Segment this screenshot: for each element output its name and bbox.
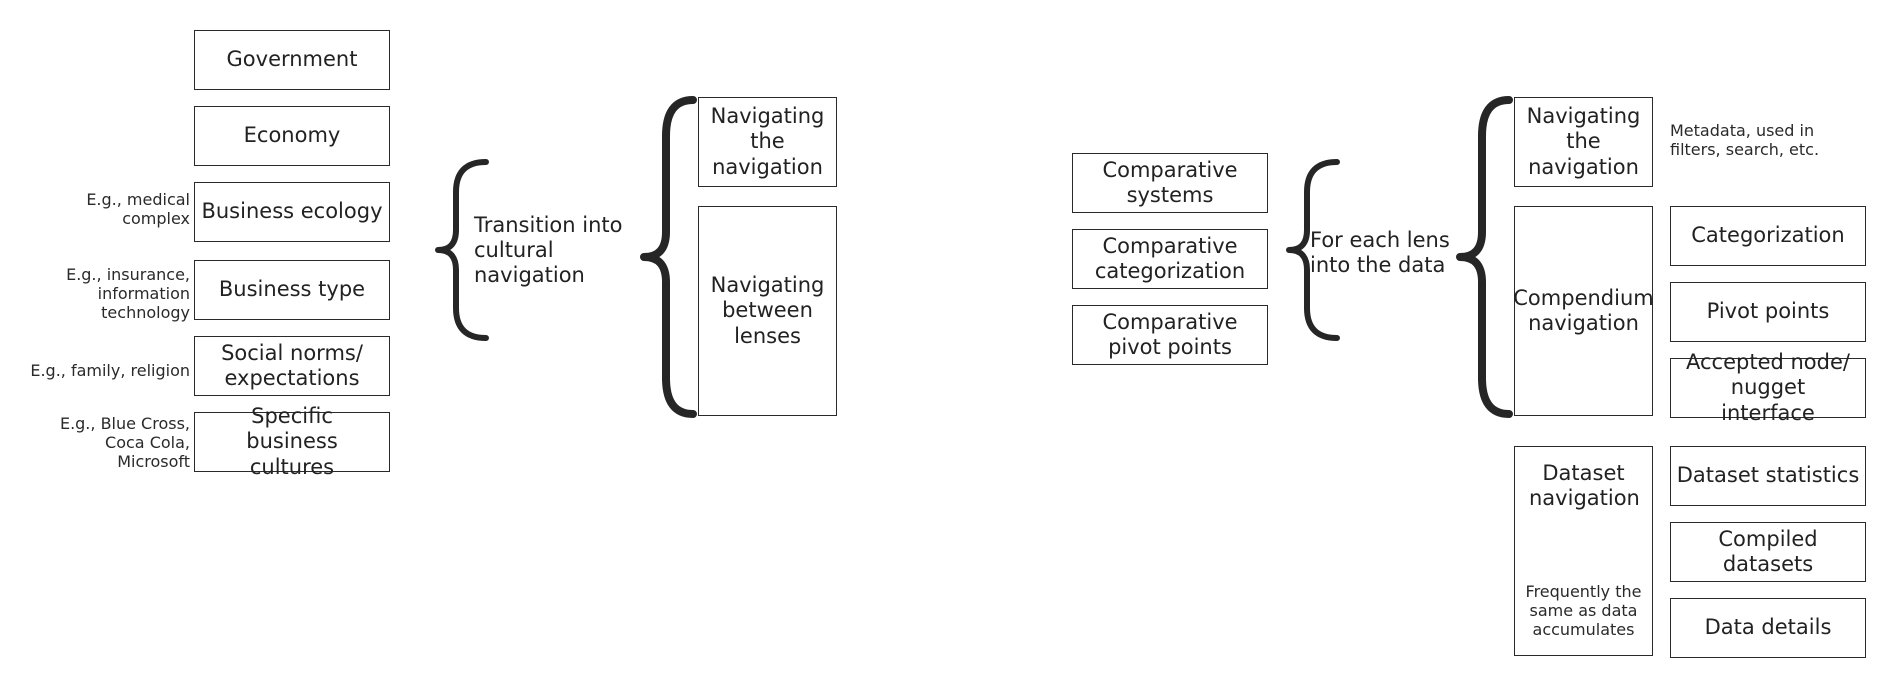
right-big-brace bbox=[1456, 96, 1513, 418]
metadata-note: Metadata, used in filters, search, etc. bbox=[1670, 121, 1820, 159]
pivot-points-box: Pivot points bbox=[1670, 282, 1866, 342]
note-specific-cultures: E.g., Blue Cross, Coca Cola, Microsoft bbox=[59, 414, 190, 471]
comparative-pivot-points-box: Comparative pivot points bbox=[1072, 305, 1268, 365]
dataset-navigation-box: Dataset navigation Frequently the same a… bbox=[1514, 446, 1653, 656]
dataset-navigation-label: Dataset navigation bbox=[1529, 461, 1640, 511]
dataset-statistics-box: Dataset statistics bbox=[1670, 446, 1866, 506]
left-big-brace bbox=[640, 96, 697, 418]
dataset-frequency-note: Frequently the same as data accumulates bbox=[1525, 582, 1642, 639]
social-norms-box: Social norms/ expectations bbox=[194, 336, 390, 396]
compiled-datasets-box: Compiled datasets bbox=[1670, 522, 1866, 582]
data-details-box: Data details bbox=[1670, 598, 1866, 658]
comparative-systems-box: Comparative systems bbox=[1072, 153, 1268, 213]
navigating-the-navigation-box-left: Navigating the navigation bbox=[698, 97, 837, 187]
economy-box: Economy bbox=[194, 106, 390, 166]
left-small-brace bbox=[435, 159, 489, 341]
note-social-norms: E.g., family, religion bbox=[30, 361, 190, 380]
note-business-type: E.g., insurance, information technology bbox=[66, 265, 190, 322]
navigating-the-navigation-box-right: Navigating the navigation bbox=[1514, 97, 1653, 187]
government-box: Government bbox=[194, 30, 390, 90]
business-ecology-box: Business ecology bbox=[194, 182, 390, 242]
specific-business-cultures-box: Specific business cultures bbox=[194, 404, 390, 479]
lens-label: For each lens into the data bbox=[1310, 228, 1450, 278]
business-type-box: Business type bbox=[194, 260, 390, 320]
navigating-between-lenses-box: Navigating between lenses bbox=[698, 206, 837, 416]
compendium-navigation-box: Compendium navigation bbox=[1513, 206, 1654, 416]
note-business-ecology: E.g., medical complex bbox=[86, 190, 190, 228]
right-small-brace bbox=[1286, 159, 1340, 341]
comparative-categorization-box: Comparative categorization bbox=[1072, 229, 1268, 289]
transition-label: Transition into cultural navigation bbox=[474, 213, 623, 288]
categorization-box: Categorization bbox=[1670, 206, 1866, 266]
accepted-node-nugget-interface-box: Accepted node/ nugget interface bbox=[1670, 350, 1866, 425]
